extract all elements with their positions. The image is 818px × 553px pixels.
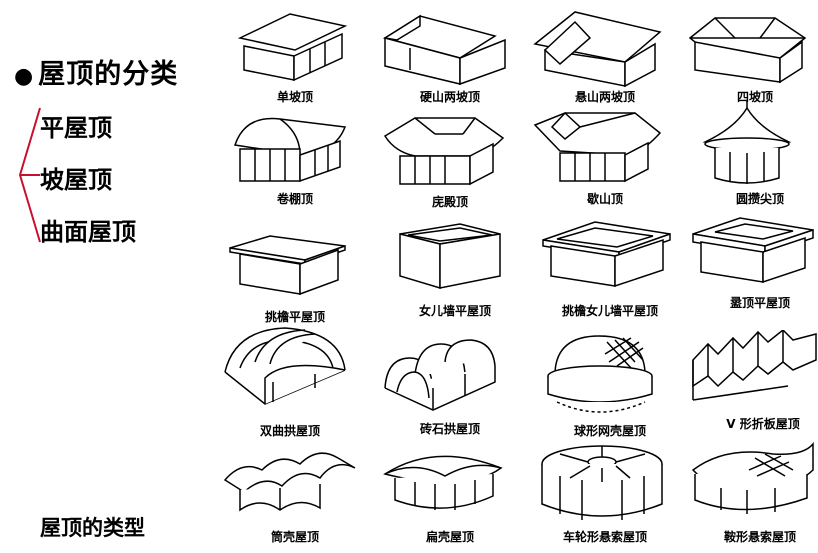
roof-label: 女儿墙平屋顶: [418, 304, 491, 318]
category-flat-roof: 平屋顶: [40, 113, 112, 142]
rolled-ridge-roof-icon: [234, 117, 347, 183]
roof-eaves-flat: 挑檐平屋顶: [220, 230, 370, 340]
roof-parapet-flat: 女儿墙平屋顶: [380, 220, 530, 330]
category-curved-roof: 曲面屋顶: [40, 217, 136, 246]
roof-round-pyramid: 圆攒尖顶: [685, 98, 818, 208]
roof-label: 扁壳屋顶: [425, 530, 474, 544]
spherical-lattice-dome-icon: [547, 335, 653, 413]
roof-hip: 四坡顶: [680, 8, 818, 118]
hip-roof-icon: [688, 17, 807, 84]
roof-label: 四坡顶: [736, 90, 773, 104]
roof-label: 球形网壳屋顶: [573, 424, 646, 438]
gable-hip-roof-icon: [533, 111, 662, 183]
bullet-icon: ●: [14, 63, 35, 89]
roof-label: 车轮形悬索屋顶: [562, 530, 647, 544]
single-slope-roof-icon: [237, 13, 348, 82]
figure-caption: 屋顶的类型: [40, 515, 145, 540]
roof-gable-hip: 歇山顶: [530, 105, 680, 215]
bracket-icon: [18, 107, 41, 243]
roof-overhang-gable: 悬山两坡顶: [530, 8, 680, 118]
roof-label: 筒壳屋顶: [270, 530, 319, 544]
roof-flat-shell: 扁壳屋顶: [375, 440, 525, 550]
roof-spherical-lattice: 球形网壳屋顶: [535, 332, 685, 442]
roof-saddle-suspension: 鞍形悬索屋顶: [685, 440, 818, 550]
roof-label: 挑檐平屋顶: [264, 310, 325, 324]
roof-single-slope: 单坡顶: [220, 8, 370, 118]
roof-label: 歇山顶: [586, 192, 623, 206]
roof-label: 卷棚顶: [276, 192, 313, 206]
roof-label: 圆攒尖顶: [735, 192, 784, 206]
palace-hip-roof-icon: [383, 117, 505, 186]
roof-rolled-ridge: 卷棚顶: [220, 105, 370, 215]
roof-wheel-suspension: 车轮形悬索屋顶: [530, 440, 680, 550]
masonry-arch-icon: [384, 339, 496, 411]
roof-label: 庑殿顶: [431, 195, 468, 209]
roof-label: 鞍形悬索屋顶: [723, 530, 796, 544]
roof-label: 单坡顶: [276, 90, 313, 104]
hard-gable-roof-icon: [382, 14, 506, 86]
roof-label: 双曲拱屋顶: [259, 424, 320, 438]
roof-label: 盝顶平屋顶: [729, 296, 790, 310]
roof-masonry-arch: 砖石拱屋顶: [375, 338, 525, 448]
parapet-flat-roof-icon: [399, 223, 501, 290]
saddle-suspension-icon: [691, 441, 814, 514]
round-pyramid-roof-icon: [702, 100, 792, 184]
eaves-flat-roof-icon: [229, 235, 346, 296]
roof-cylindrical-shell: 筒壳屋顶: [220, 440, 370, 550]
v-folded-plate-icon: [692, 330, 817, 401]
roof-label: 砖石拱屋顶: [419, 422, 480, 436]
roof-truncated-flat: 盝顶平屋顶: [685, 212, 818, 322]
roof-eaves-parapet-flat: 挑檐女儿墙平屋顶: [535, 218, 685, 328]
roof-double-curved-arch: 双曲拱屋顶: [215, 322, 365, 438]
roof-types-grid: 单坡顶 硬山两坡顶 悬山两坡顶: [210, 0, 818, 553]
roof-label: V 形折板屋顶: [726, 417, 800, 431]
roof-label: 硬山两坡顶: [419, 90, 480, 104]
roof-label: 悬山两坡顶: [574, 90, 635, 104]
roof-label: 挑檐女儿墙平屋顶: [561, 304, 658, 318]
overhang-gable-roof-icon: [533, 11, 662, 88]
roof-hip-palace: 庑殿顶: [375, 108, 525, 218]
roof-hard-gable: 硬山两坡顶: [375, 8, 525, 118]
roof-v-folded-plate: V 形折板屋顶: [688, 330, 818, 440]
wheel-suspension-icon: [541, 445, 663, 520]
cylindrical-shell-icon: [223, 452, 356, 512]
truncated-flat-roof-icon: [692, 217, 814, 284]
flat-shell-icon: [383, 455, 503, 510]
category-sloped-roof: 坡屋顶: [40, 165, 112, 194]
eaves-parapet-roof-icon: [542, 221, 671, 288]
double-curved-arch-icon: [224, 327, 346, 405]
classification-title: ●屋顶的分类: [14, 59, 179, 90]
